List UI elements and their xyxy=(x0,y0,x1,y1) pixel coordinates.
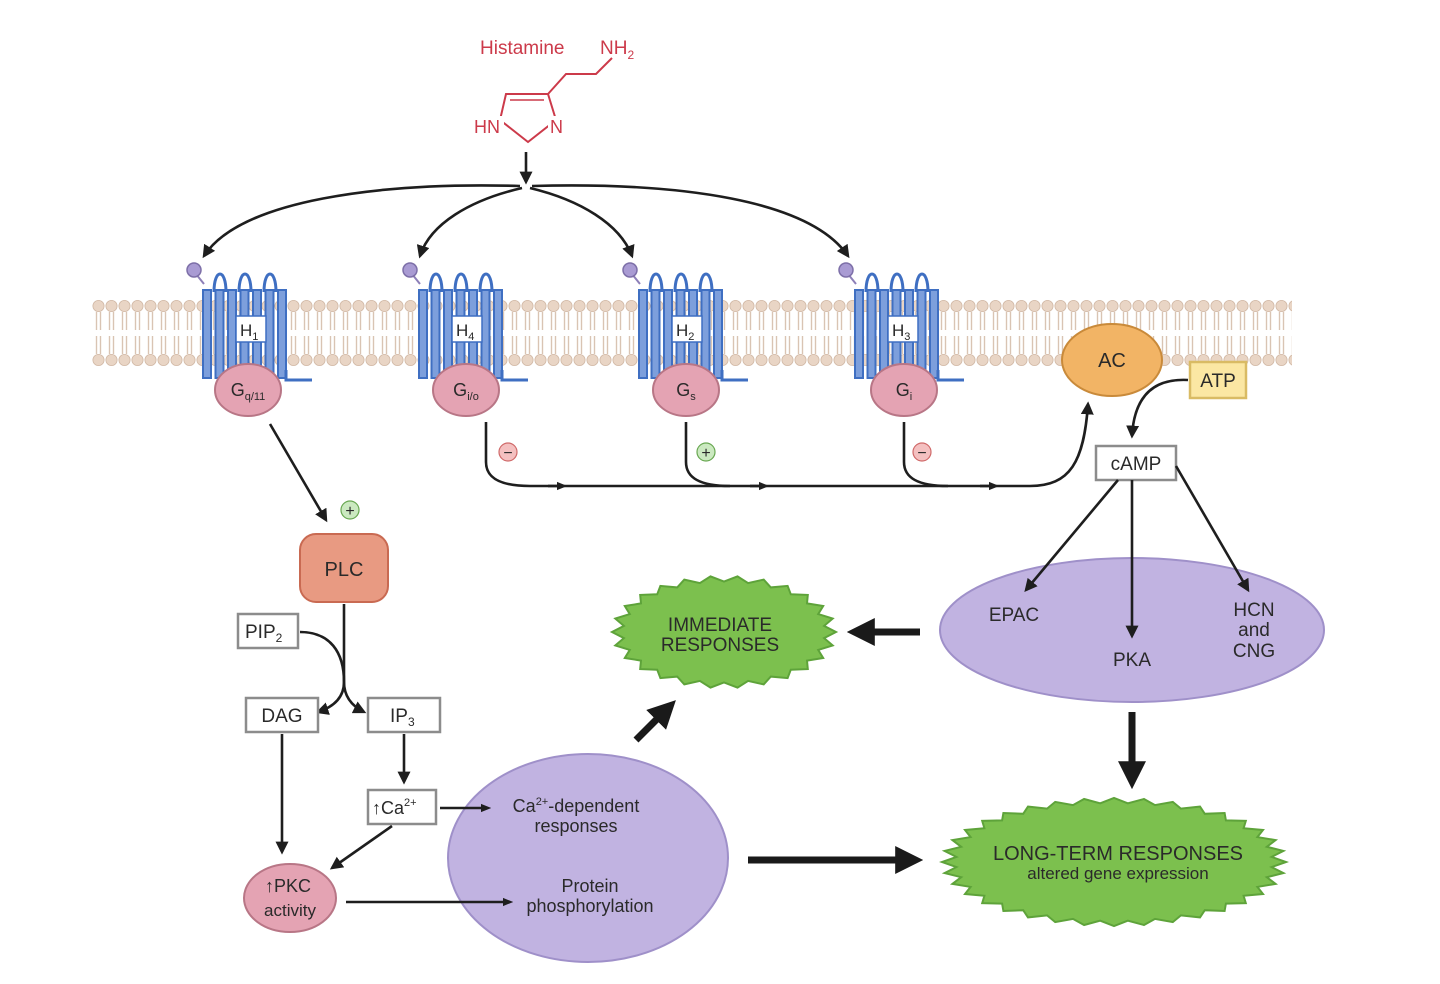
gprotein-to-ac-lines xyxy=(484,401,1094,491)
camp-box: cAMP xyxy=(1094,444,1178,482)
dag-box: DAG xyxy=(244,696,320,734)
ligand-site-icon xyxy=(838,262,854,278)
svg-text:+: + xyxy=(345,503,354,520)
receptor-h4: H4 xyxy=(402,262,528,382)
svg-text:activity: activity xyxy=(264,901,316,920)
atp-to-camp-arrow xyxy=(1126,378,1189,439)
receptor-h1: H1 xyxy=(186,262,312,382)
cng-label: CNG xyxy=(1233,641,1275,662)
response-arrows xyxy=(633,618,1146,874)
hcn-label: HCN xyxy=(1233,600,1274,621)
g-protein-q11: Gq/11 xyxy=(214,363,282,417)
hn-label: HN xyxy=(474,117,500,137)
ligand-site-icon xyxy=(622,262,638,278)
svg-text:−: − xyxy=(917,445,926,462)
histamine-label: Histamine xyxy=(480,38,564,59)
svg-text:responses: responses xyxy=(534,816,617,836)
pka-label: PKA xyxy=(1113,650,1151,671)
camp-to-effector-arrows xyxy=(1024,465,1250,639)
plc-label: PLC xyxy=(325,559,364,581)
receptor-label: H2 xyxy=(676,321,694,343)
svg-text:Gq/11: Gq/11 xyxy=(231,380,266,403)
svg-text:−: − xyxy=(503,445,512,462)
and-label: and xyxy=(1238,620,1270,641)
pkc-activity-node: ↑PKC activity xyxy=(243,863,337,933)
ca-to-pkc-arrow xyxy=(329,824,393,870)
nh2-label: NH2 xyxy=(600,38,634,62)
receptor-label: H1 xyxy=(240,321,258,343)
plc-split-lines xyxy=(299,604,367,715)
gq-to-plc-arrow xyxy=(268,423,328,523)
receptor-label: H4 xyxy=(456,321,474,343)
epac-label: EPAC xyxy=(989,605,1039,626)
histamine-molecule: Histamine NH2 HN N xyxy=(474,38,634,144)
minus-badge-gio: − xyxy=(498,442,518,462)
atp-label: ATP xyxy=(1200,371,1236,392)
pip2-box: PIP2 xyxy=(236,612,300,650)
svg-text:IP3: IP3 xyxy=(390,706,415,729)
gene-expression-label: altered gene expression xyxy=(1027,864,1208,883)
n-label: N xyxy=(550,117,563,137)
svg-text:PIP2: PIP2 xyxy=(245,622,283,645)
svg-text:DAG: DAG xyxy=(261,706,302,727)
long-term-label: LONG-TERM RESPONSES xyxy=(993,843,1243,865)
svg-text:phosphorylation: phosphorylation xyxy=(526,896,653,916)
receptor-h3: H3 xyxy=(838,262,964,382)
svg-text:Gi/o: Gi/o xyxy=(453,380,479,403)
plus-badge-plc: + xyxy=(340,500,360,520)
svg-text:+: + xyxy=(701,445,710,462)
calcium-dependent-responses-text: Ca2+-dependent responses xyxy=(513,796,640,836)
ligand-site-icon xyxy=(186,262,202,278)
protein-phosphorylation-text: Protein phosphorylation xyxy=(526,876,653,916)
minus-badge-gi: − xyxy=(912,442,932,462)
long-term-responses-burst xyxy=(939,796,1289,928)
svg-text:↑Ca2+: ↑Ca2+ xyxy=(372,797,417,818)
g-protein-s: Gs xyxy=(652,363,720,417)
svg-text:↑PKC: ↑PKC xyxy=(265,876,311,896)
immediate-label-2: RESPONSES xyxy=(661,635,779,656)
plc-node: PLC xyxy=(299,533,389,603)
calcium-box: ↑Ca2+ xyxy=(366,788,438,826)
calcium-responses-ellipse xyxy=(447,753,729,963)
svg-text:Gi: Gi xyxy=(896,380,912,403)
g-protein-io: Gi/o xyxy=(432,363,500,417)
ligand-site-icon xyxy=(402,262,418,278)
atp-box: ATP xyxy=(1188,360,1248,400)
svg-text:Ca2+-dependent: Ca2+-dependent xyxy=(513,796,640,816)
ac-label: AC xyxy=(1098,350,1126,372)
ip3-box: IP3 xyxy=(366,696,442,734)
receptor-label: H3 xyxy=(892,321,910,343)
plus-badge-gs: + xyxy=(696,442,716,462)
svg-text:Protein: Protein xyxy=(561,876,618,896)
svg-text:Gs: Gs xyxy=(676,380,696,403)
receptor-h2: H2 xyxy=(622,262,748,382)
immediate-label-1: IMMEDIATE xyxy=(668,615,772,636)
g-protein-i: Gi xyxy=(870,363,938,417)
histamine-branch-arrows xyxy=(202,152,850,259)
adenylyl-cyclase-node: AC xyxy=(1061,323,1163,397)
camp-label: cAMP xyxy=(1111,454,1162,475)
immediate-responses-burst xyxy=(609,575,839,689)
